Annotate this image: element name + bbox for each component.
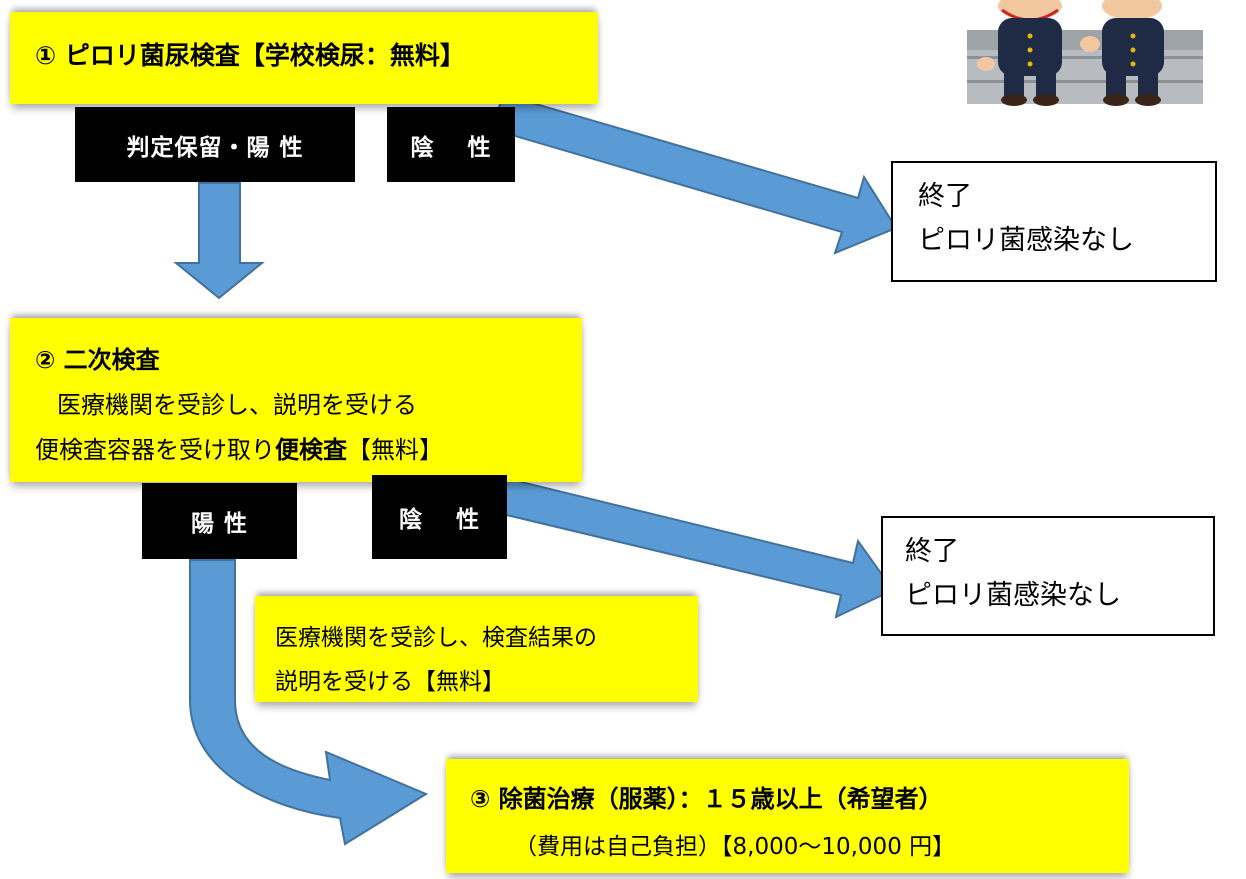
step2-line2: 便検査容器を受け取り便検査【無料】 bbox=[35, 430, 443, 465]
step2-line2-prefix: 便検査容器を受け取り bbox=[35, 436, 275, 464]
end-box-2: 終了 ピロリ菌感染なし bbox=[881, 516, 1215, 636]
end-box-1: 終了 ピロリ菌感染なし bbox=[891, 161, 1217, 282]
students-sitting-icon bbox=[967, 0, 1203, 106]
note-box: 医療機関を受診し、検査結果の 説明を受ける【無料】 bbox=[255, 596, 698, 702]
step3-cost: （費用は自己負担）【8,000～10,000 円】 bbox=[514, 834, 956, 860]
step2-line2-suffix: 【無料】 bbox=[347, 436, 443, 464]
arrow-step1-negative bbox=[486, 93, 898, 255]
arrow-step1-positive bbox=[173, 182, 265, 300]
end-box-1-title: 終了 bbox=[918, 181, 972, 212]
step1-title: ① ピロリ菌尿検査【学校検尿：無料】 bbox=[35, 41, 465, 70]
step2-box: ② 二次検査 医療機関を受診し、説明を受ける 便検査容器を受け取り便検査【無料】 bbox=[10, 318, 582, 482]
arrow-step2-negative bbox=[488, 476, 895, 619]
step2-line2-bold: 便検査 bbox=[275, 436, 347, 464]
step3-title: ③ 除菌治療（服薬）：１５歳以上（希望者） bbox=[470, 785, 943, 813]
note-line2: 説明を受ける【無料】 bbox=[275, 669, 505, 695]
step2-negative-label: 陰 性 bbox=[372, 475, 507, 559]
end-box-2-text: ピロリ菌感染なし bbox=[905, 580, 1121, 611]
step1-positive-label: 判定保留・陽 性 bbox=[75, 107, 355, 182]
end-box-1-text: ピロリ菌感染なし bbox=[918, 225, 1134, 256]
step2-line1: 医療機関を受診し、説明を受ける bbox=[57, 391, 417, 419]
step2-positive-label: 陽 性 bbox=[142, 483, 297, 559]
note-line1: 医療機関を受診し、検査結果の bbox=[275, 625, 597, 651]
step2-title: ② 二次検査 bbox=[35, 346, 160, 374]
arrow-step2-positive bbox=[189, 559, 429, 846]
step3-box: ③ 除菌治療（服薬）：１５歳以上（希望者） （費用は自己負担）【8,000～10… bbox=[446, 759, 1129, 873]
end-box-2-title: 終了 bbox=[905, 536, 959, 567]
step1-box: ① ピロリ菌尿検査【学校検尿：無料】 bbox=[10, 12, 598, 104]
step1-negative-label: 陰 性 bbox=[387, 107, 515, 182]
